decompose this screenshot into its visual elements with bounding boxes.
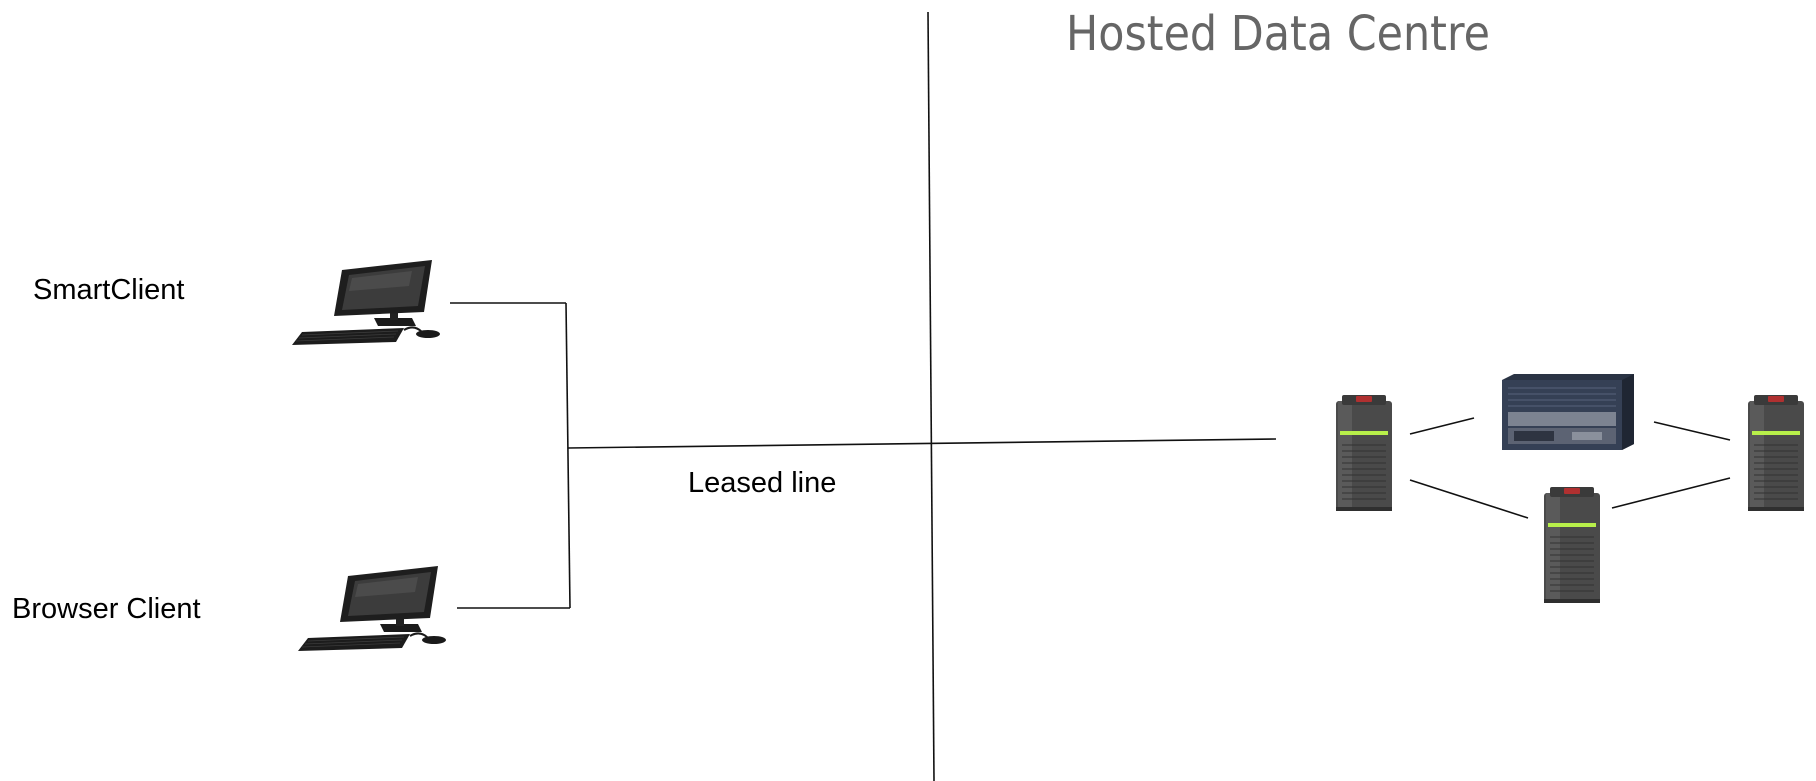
tower-server-left-icon xyxy=(1335,394,1393,512)
server-link-bottom-right xyxy=(1611,477,1731,509)
browser-client-workstation-icon xyxy=(297,565,447,652)
server-link-left-rack xyxy=(1409,417,1475,435)
smartclient-label: SmartClient xyxy=(33,274,185,306)
tower-server-bottom-icon xyxy=(1543,486,1601,604)
smartclient-workstation-icon xyxy=(291,259,441,346)
page-title: Hosted Data Centre xyxy=(1066,6,1490,62)
tower-server-right-icon xyxy=(1747,394,1805,512)
server-link-left-bottom xyxy=(1409,479,1529,519)
browser-client-label: Browser Client xyxy=(12,593,201,625)
leased-line-connection xyxy=(567,438,1277,449)
client-bus-line xyxy=(565,302,571,609)
server-link-rack-right xyxy=(1653,421,1731,441)
rack-server-icon xyxy=(1502,374,1634,450)
leased-line-label: Leased line xyxy=(688,467,836,499)
boundary-line xyxy=(927,11,935,781)
